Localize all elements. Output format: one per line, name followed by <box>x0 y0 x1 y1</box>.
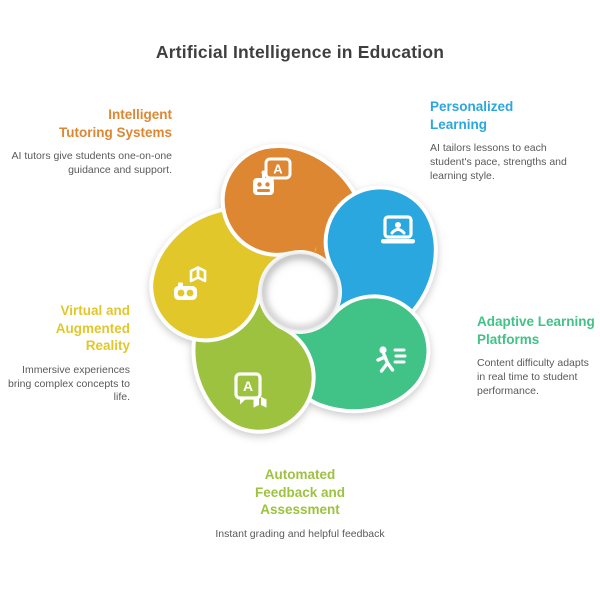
segment-description: Instant grading and helpful feedback <box>215 527 385 540</box>
segment-heading: Virtual and Augmented Reality <box>2 302 130 355</box>
label-intelligent-tutoring-systems: Intelligent Tutoring Systems AI tutors g… <box>0 106 172 178</box>
robot-chat-icon: A <box>250 156 294 200</box>
heading-line: Augmented <box>55 320 130 336</box>
active-learner-icon <box>366 340 410 384</box>
label-virtual-augmented-reality: Virtual and Augmented Reality Immersive … <box>2 302 130 405</box>
heading-line: Intelligent <box>108 107 172 122</box>
grade-letter: A <box>243 378 253 394</box>
heading-line: Virtual and <box>60 303 130 318</box>
label-automated-feedback-assessment: Automated Feedback and Assessment Instan… <box>195 466 405 542</box>
heading-line: Tutoring Systems <box>58 124 172 140</box>
segment-description: Content difficulty adapts in real time t… <box>477 357 589 397</box>
heading-line: Feedback and <box>254 484 346 500</box>
segment-heading: Intelligent Tutoring Systems <box>0 106 172 141</box>
center-hole-shadow <box>261 253 339 331</box>
segment-description: Immersive experiences bring complex conc… <box>8 363 130 404</box>
label-adaptive-learning-platforms: Adaptive Learning Platforms Content diff… <box>477 313 599 399</box>
tutor-letter: A <box>273 162 283 177</box>
segment-description: AI tailors lessons to each student's pac… <box>430 142 567 182</box>
heading-line: Adaptive Learning <box>477 314 595 329</box>
heading-line: Automated <box>264 467 336 482</box>
segment-heading: Adaptive Learning Platforms <box>477 313 599 348</box>
heading-line: Assessment <box>260 502 340 518</box>
graded-assessment-icon: A <box>230 370 274 414</box>
heading-line: Reality <box>85 338 130 354</box>
segment-heading: Automated Feedback and Assessment <box>195 466 405 519</box>
infographic-title: Artificial Intelligence in Education <box>155 42 445 62</box>
laptop-learner-icon <box>376 210 420 254</box>
heading-line: Platforms <box>477 331 540 347</box>
segment-description: AI tutors give students one-on-one guida… <box>11 150 172 176</box>
segment-heading: Personalized Learning <box>430 98 585 133</box>
heading-line: Learning <box>430 116 488 132</box>
vr-goggles-book-icon <box>170 263 214 307</box>
heading-line: Personalized <box>430 99 514 114</box>
label-personalized-learning: Personalized Learning AI tailors lessons… <box>430 98 585 184</box>
